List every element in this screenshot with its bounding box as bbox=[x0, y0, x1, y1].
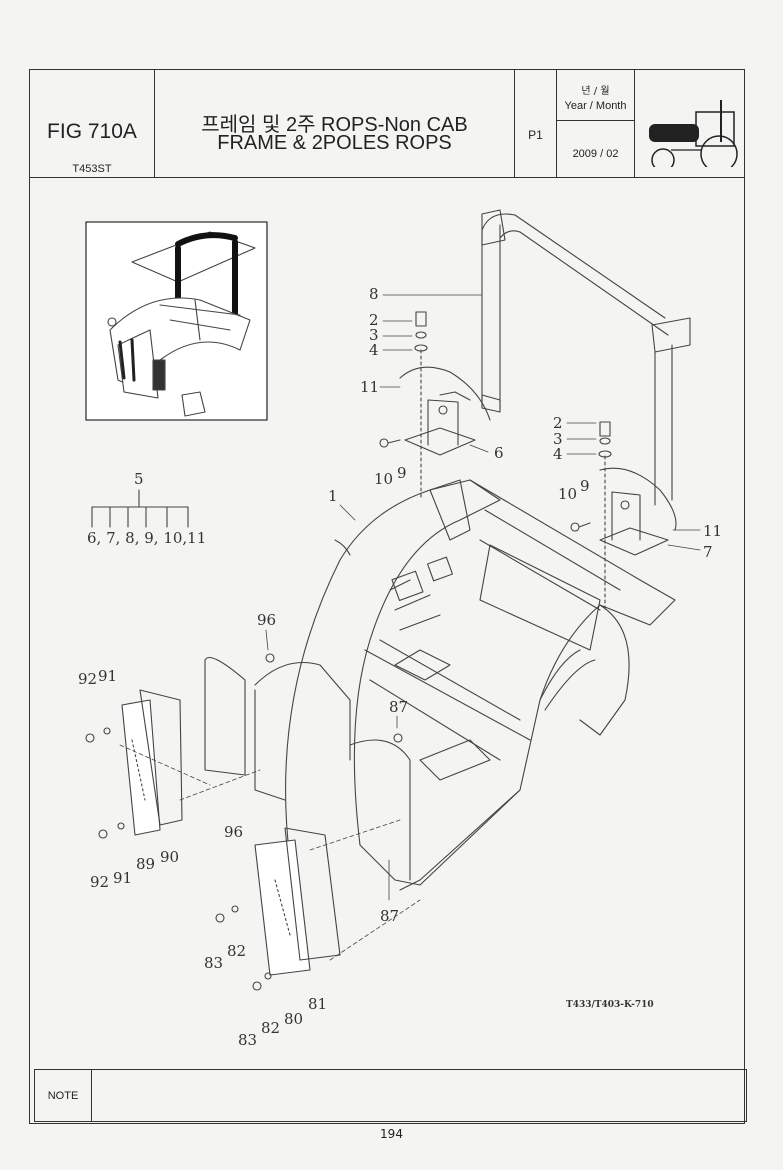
group-label-5: 5 bbox=[134, 470, 144, 488]
callout-82-top: 82 bbox=[227, 942, 247, 960]
year-month-label-ko: 년 / 월 bbox=[581, 86, 610, 97]
nut-part-92 bbox=[85, 733, 108, 839]
note-label: NOTE bbox=[35, 1070, 92, 1121]
callout-7: 7 bbox=[703, 543, 713, 561]
callout-89: 89 bbox=[136, 855, 156, 873]
bracket-part-7 bbox=[599, 491, 669, 556]
date-cell: 년 / 월 Year / Month 2009 / 02 bbox=[557, 70, 635, 177]
page-number: 194 bbox=[380, 1127, 403, 1141]
group-bracket bbox=[91, 489, 189, 528]
callout-8: 8 bbox=[369, 285, 379, 303]
callout-10-right: 10 bbox=[558, 485, 578, 503]
callout-90: 90 bbox=[160, 848, 180, 866]
bracket-part-6 bbox=[404, 391, 476, 456]
callout-96-top: 96 bbox=[257, 611, 277, 629]
year-month-value: 2009 / 02 bbox=[572, 148, 619, 160]
washer-part-91 bbox=[103, 727, 125, 830]
parts-sheet: FIG 710A T453ST 프레임 및 2주 ROPS-Non CAB FR… bbox=[29, 69, 747, 1124]
callout-1: 1 bbox=[328, 487, 338, 505]
callout-83-bottom: 83 bbox=[238, 1031, 258, 1049]
callout-87-bottom: 87 bbox=[380, 907, 400, 925]
date-divider bbox=[557, 120, 634, 121]
callout-10: 10 bbox=[374, 470, 394, 488]
callout-2-right: 2 bbox=[553, 414, 563, 432]
tractor-icon bbox=[649, 100, 738, 167]
lock-pin-left bbox=[399, 366, 491, 421]
title-cell: 프레임 및 2주 ROPS-Non CAB FRAME & 2POLES ROP… bbox=[155, 70, 515, 177]
callout-91-top: 91 bbox=[98, 667, 118, 685]
callout-81: 81 bbox=[308, 995, 328, 1013]
model-code: T453ST bbox=[72, 163, 112, 175]
callout-83-top: 83 bbox=[204, 954, 224, 972]
fender-frame-part-1 bbox=[285, 479, 676, 891]
fig-cell: FIG 710A T453ST bbox=[30, 70, 155, 177]
overview-inset bbox=[85, 221, 268, 421]
nut-part-83 bbox=[215, 913, 262, 991]
callout-96-bottom: 96 bbox=[224, 823, 244, 841]
callout-11: 11 bbox=[360, 378, 380, 396]
callout-2: 2 bbox=[369, 311, 379, 329]
fig-number: FIG 710A bbox=[47, 120, 137, 143]
callout-3-right: 3 bbox=[553, 430, 563, 448]
callout-87-top: 87 bbox=[389, 698, 409, 716]
header-rule bbox=[30, 177, 744, 178]
callout-4: 4 bbox=[369, 341, 379, 359]
tractor-cell bbox=[635, 70, 746, 177]
washer-part-82 bbox=[231, 905, 272, 980]
leader-lines bbox=[119, 294, 701, 961]
drawing-code: T433/T403-K-710 bbox=[566, 1000, 654, 1010]
page-code: P1 bbox=[528, 128, 543, 142]
callout-3: 3 bbox=[369, 326, 379, 344]
callout-9-right: 9 bbox=[580, 477, 590, 495]
group-members: 6, 7, 8, 9, 10,11 bbox=[87, 529, 207, 547]
page-code-cell: P1 bbox=[515, 70, 557, 177]
callout-82-bottom: 82 bbox=[261, 1019, 281, 1037]
bolt-stack-left bbox=[414, 311, 428, 501]
callout-6: 6 bbox=[494, 444, 504, 462]
side-frame-part-96 bbox=[204, 653, 411, 881]
callout-92-bottom: 92 bbox=[90, 873, 110, 891]
side-panel-part-80 bbox=[254, 827, 341, 976]
callout-9: 9 bbox=[397, 464, 407, 482]
bolt-stack-right bbox=[598, 421, 612, 611]
year-month-label-en: Year / Month bbox=[564, 100, 627, 112]
callout-11-right: 11 bbox=[703, 522, 723, 540]
note-row: NOTE bbox=[34, 1069, 747, 1122]
title-korean: 프레임 및 2주 ROPS-Non CAB bbox=[201, 114, 468, 136]
rops-frame-part-8 bbox=[481, 209, 691, 506]
lock-pin-right bbox=[599, 467, 677, 531]
callout-92-top: 92 bbox=[78, 670, 98, 688]
callout-4-right: 4 bbox=[553, 445, 563, 463]
bolt-part-10-left bbox=[379, 438, 401, 448]
callout-80: 80 bbox=[284, 1010, 304, 1028]
title-english: FRAME & 2POLES ROPS bbox=[217, 132, 452, 154]
bolt-part-10-right bbox=[570, 522, 591, 532]
side-panel-part-89 bbox=[121, 689, 183, 836]
callout-91-bottom: 91 bbox=[113, 869, 133, 887]
